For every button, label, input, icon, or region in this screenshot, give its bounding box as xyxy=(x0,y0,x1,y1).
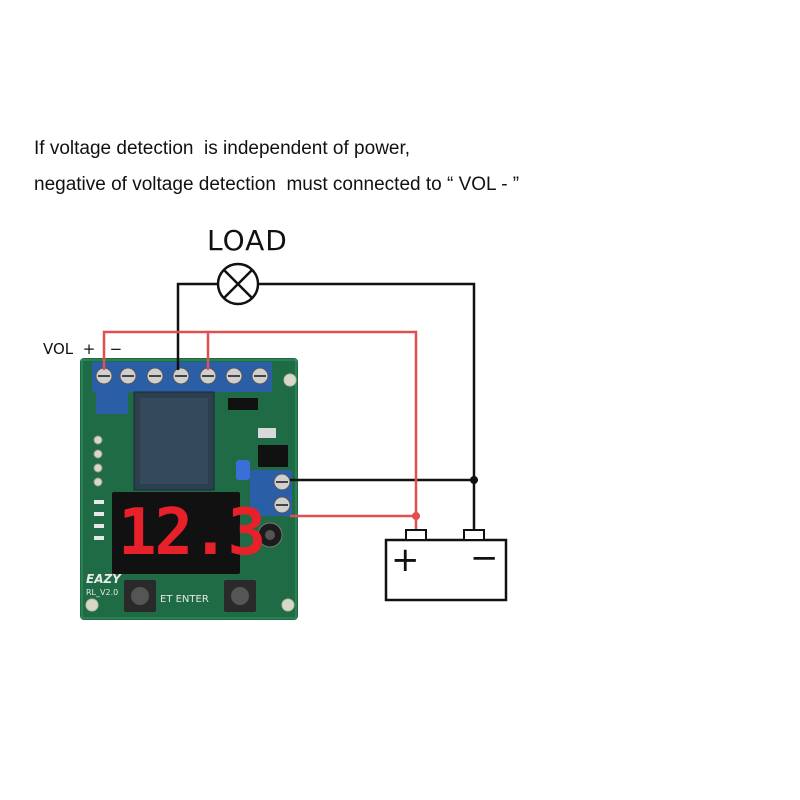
red-wires xyxy=(102,330,418,534)
power-terminal xyxy=(250,470,292,516)
load-lamp-symbol xyxy=(216,262,260,306)
board-button-label: ET ENTER xyxy=(160,594,209,605)
battery-minus-symbol: − xyxy=(470,538,499,578)
vol-terminal-label: VOL + − xyxy=(43,340,123,358)
junction-dot-red xyxy=(412,512,420,520)
caption-line-1: If voltage detection is independent of p… xyxy=(34,138,411,159)
junction-dot xyxy=(470,476,478,484)
board-version: RL_V2.0 xyxy=(86,588,119,597)
terminal-block xyxy=(92,362,272,414)
set-button xyxy=(124,580,156,612)
load-label: LOAD xyxy=(207,224,288,257)
board-brand: EAZY xyxy=(86,572,121,586)
enter-button xyxy=(224,580,256,612)
relay-board xyxy=(80,358,298,620)
display-readout: 12.3 xyxy=(118,496,266,570)
caption-line-2: negative of voltage detection must conne… xyxy=(34,174,520,195)
black-wires xyxy=(176,282,476,534)
battery-plus-symbol: + xyxy=(391,540,420,580)
led-display xyxy=(112,492,240,574)
battery-symbol xyxy=(384,529,508,602)
